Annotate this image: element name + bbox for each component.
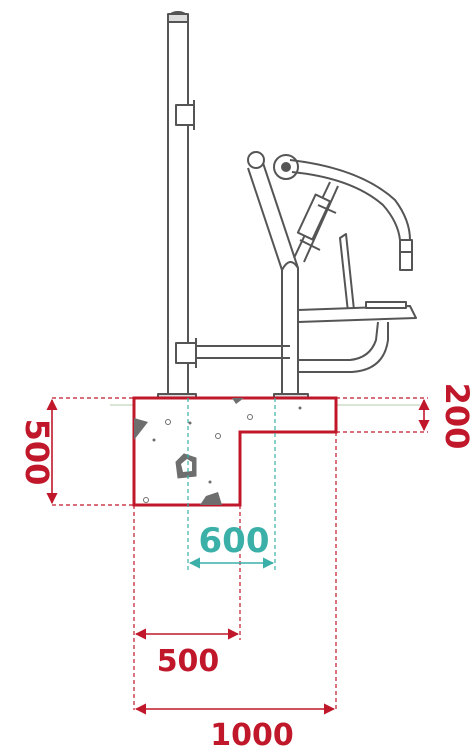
- handle-grip: [399, 239, 413, 271]
- seat-back: [339, 233, 355, 313]
- equipment-icon: [157, 11, 417, 400]
- label-height-footing: 200: [438, 383, 471, 450]
- label-height-total: 500: [18, 419, 56, 486]
- arm-post: [247, 159, 299, 398]
- label-step: 500: [157, 644, 220, 679]
- label-post-spacing: 600: [199, 521, 270, 561]
- foundation-icon: [132, 396, 338, 507]
- upper-bracket: [175, 104, 195, 126]
- seat-support: [298, 321, 389, 373]
- main-post: [167, 11, 189, 398]
- foundation-outline: [132, 396, 338, 507]
- lever-arm: [289, 159, 411, 241]
- lower-bracket: [175, 342, 197, 364]
- post-cap: [167, 13, 189, 23]
- label-total: 1000: [210, 718, 294, 752]
